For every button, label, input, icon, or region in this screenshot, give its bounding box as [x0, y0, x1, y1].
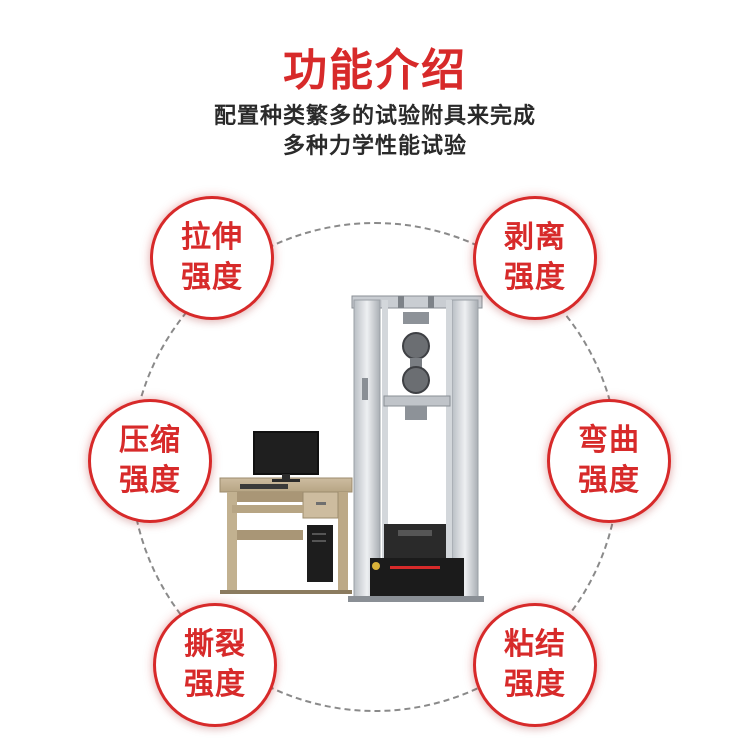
feature-label: 强度 — [119, 463, 181, 498]
subtitle-line-1: 配置种类繁多的试验附具来完成 — [213, 104, 536, 129]
feature-label: 弯曲 — [578, 423, 640, 458]
feature-badge-compression: 压缩 强度 — [88, 399, 212, 523]
feature-label: 压缩 — [119, 423, 181, 458]
feature-badge-tear: 撕裂 强度 — [153, 603, 277, 727]
feature-label: 强度 — [578, 463, 640, 498]
feature-badge-adhesion: 粘结 强度 — [473, 603, 597, 727]
feature-badge-tensile: 拉伸 强度 — [150, 196, 274, 320]
feature-label: 拉伸 — [181, 220, 243, 255]
feature-badge-peel: 剥离 强度 — [473, 196, 597, 320]
desktop-monitor-icon — [240, 431, 319, 489]
feature-label: 撕裂 — [184, 627, 246, 662]
feature-badge-bending: 弯曲 强度 — [547, 399, 671, 523]
feature-label: 强度 — [504, 260, 566, 295]
feature-label: 强度 — [184, 667, 246, 702]
testing-machine-icon — [348, 295, 484, 602]
subtitle-line-2: 多种力学性能试验 — [282, 134, 467, 159]
feature-label: 剥离 — [504, 220, 566, 255]
pc-tower — [307, 525, 333, 582]
page-title: 功能介绍 — [283, 45, 467, 96]
feature-label: 强度 — [504, 667, 566, 702]
feature-label: 粘结 — [504, 627, 566, 662]
feature-label: 强度 — [181, 260, 243, 295]
